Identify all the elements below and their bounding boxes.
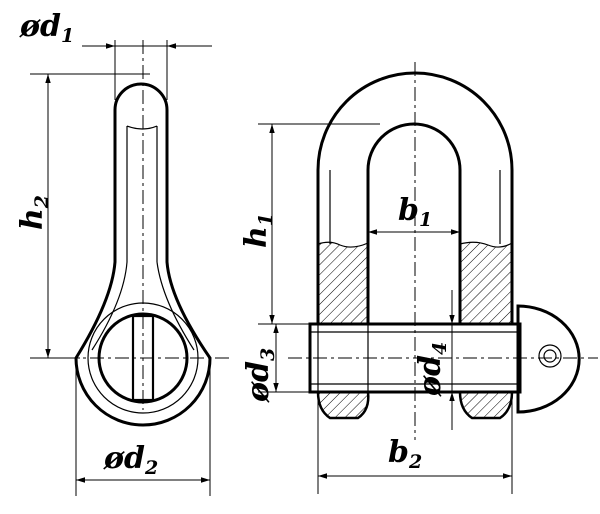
dim-b1: b1 — [368, 193, 460, 235]
dim-d1: ød1 — [19, 9, 212, 100]
label-b2: b2 — [388, 435, 422, 473]
dim-b2: b2 — [317, 392, 513, 494]
dim-h2: h2 — [15, 73, 150, 359]
front-view — [288, 62, 598, 440]
dim-d3: ød3 — [241, 323, 312, 403]
left-leg-section — [318, 242, 368, 324]
label-d2: ød2 — [103, 441, 158, 479]
label-h1: h1 — [239, 213, 277, 248]
dim-d4: ød4 — [413, 290, 455, 430]
label-d1: ød1 — [19, 9, 74, 47]
right-leg-section — [460, 242, 512, 324]
left-leg-bottom-section — [316, 390, 370, 420]
bow-inner — [366, 122, 462, 324]
label-b1: b1 — [398, 193, 432, 231]
side-view — [40, 40, 230, 427]
label-d4: ød4 — [413, 342, 451, 397]
dim-h1: h1 — [239, 123, 380, 325]
pin-head — [516, 304, 581, 414]
right-leg-bottom-section — [458, 390, 514, 420]
dim-d2: ød2 — [75, 358, 211, 496]
pin-head-eye — [538, 344, 562, 368]
label-d3: ød3 — [241, 348, 279, 403]
label-h2: h2 — [15, 195, 53, 230]
